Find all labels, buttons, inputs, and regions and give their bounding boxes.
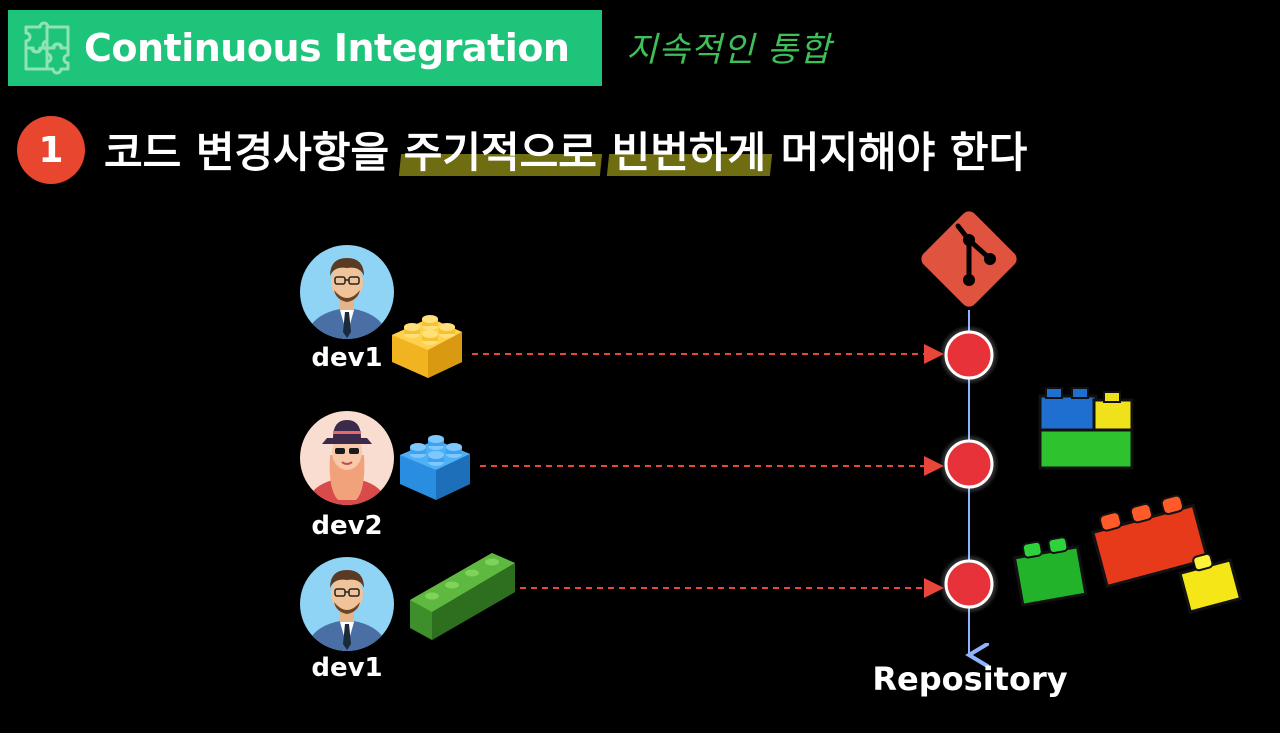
male-developer-avatar xyxy=(300,245,394,339)
headline-highlight-frequently: 빈번하게 xyxy=(612,119,767,180)
step-number-badge: 1 xyxy=(17,116,85,184)
green-lego-brick xyxy=(410,553,515,640)
dev-label-3: dev1 xyxy=(311,653,383,683)
dev-label-2: dev2 xyxy=(311,511,383,541)
yellow-lego-block xyxy=(392,315,462,378)
step-headline: 코드 변경사항을 주기적으로 빈번하게 머지해야 한다 xyxy=(104,114,1027,184)
scattered-lego-blocks xyxy=(1012,494,1243,614)
headline-highlight-periodically: 주기적으로 xyxy=(404,119,597,180)
title-banner: Continuous Integration xyxy=(8,10,602,86)
commit-node-1 xyxy=(939,325,999,385)
git-icon xyxy=(921,211,1017,307)
blue-lego-block xyxy=(400,435,470,500)
assembled-lego-blocks xyxy=(1038,387,1134,470)
headline-text-start: 코드 변경사항을 xyxy=(104,127,404,177)
puzzle-icon xyxy=(24,21,70,75)
headline-text-end: 머지해야 한다 xyxy=(766,127,1028,177)
repository-label: Repository xyxy=(872,660,1068,698)
male-developer-avatar xyxy=(300,557,394,651)
dev-label-1: dev1 xyxy=(311,343,383,373)
female-developer-avatar xyxy=(300,411,394,505)
page-title: Continuous Integration xyxy=(84,26,570,70)
commit-node-2 xyxy=(939,434,999,494)
commit-node-3 xyxy=(939,554,999,614)
page-subtitle: 지속적인 통합 xyxy=(626,30,832,70)
